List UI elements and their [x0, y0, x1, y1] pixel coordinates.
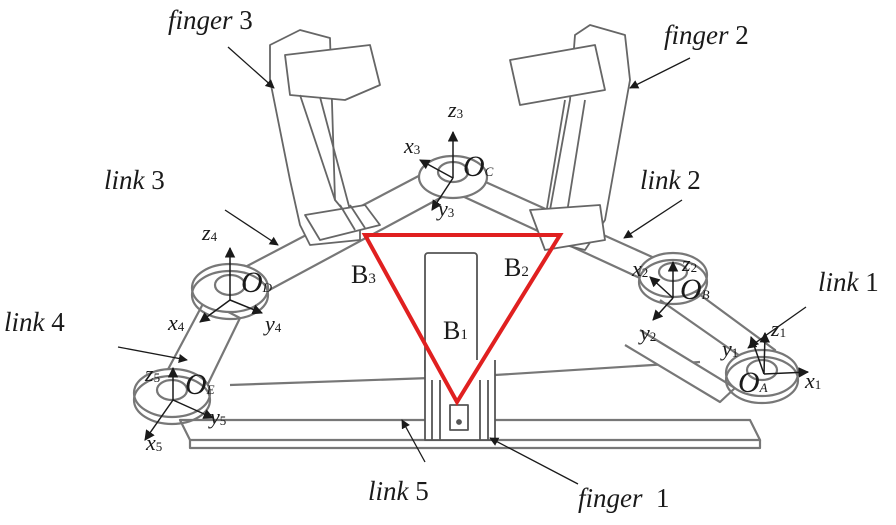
axis-x2 — [649, 276, 674, 299]
finger-2-body — [509, 24, 631, 251]
axis-x1 — [763, 367, 810, 378]
arrow-finger-3 — [227, 46, 275, 89]
finger-1-body — [424, 252, 496, 441]
axis-y2 — [652, 297, 674, 321]
origin-B: OB — [680, 273, 710, 306]
arrow-link-3 — [224, 209, 279, 246]
arrow-link-4 — [117, 346, 188, 363]
vertex-label-B3: B3 — [351, 260, 376, 289]
origin-A: OA — [738, 366, 768, 399]
label-finger-2: finger 2 — [664, 20, 749, 50]
axis-x3 — [419, 159, 454, 179]
label-link-2: link 2 — [640, 165, 701, 195]
axis-label-y5: y5 — [210, 404, 227, 429]
axis-label-y3: y3 — [438, 196, 455, 221]
axis-x5 — [144, 399, 174, 441]
axis-label-z1: z1 — [771, 316, 787, 341]
axis-label-x4: x4 — [168, 310, 185, 335]
axis-label-y4: y4 — [265, 311, 282, 336]
vertex-label-B1: B1 — [443, 316, 468, 345]
arrow-finger-1 — [489, 437, 579, 485]
arrow-finger-2 — [629, 57, 691, 89]
label-link-5: link 5 — [368, 476, 429, 506]
label-link-1: link 1 — [818, 267, 879, 297]
axis-label-z2: z2 — [682, 251, 698, 276]
axis-label-y1: y1 — [722, 336, 739, 361]
leader-arrows — [117, 46, 807, 485]
arrow-link-1 — [747, 306, 807, 349]
axis-label-x1: x1 — [805, 368, 822, 393]
label-finger-1: finger 1 — [578, 483, 670, 513]
axis-label-x5: x5 — [146, 430, 163, 455]
arrow-link-2 — [623, 199, 683, 239]
label-link-3: link 3 — [104, 165, 165, 195]
axis-label-y2: y2 — [640, 320, 657, 345]
axis-y5 — [172, 399, 214, 419]
grasp-triangle — [361, 233, 564, 406]
label-finger-3: finger 3 — [168, 5, 253, 35]
origin-D: OD — [241, 266, 273, 299]
label-link-4: link 4 — [4, 307, 65, 337]
axis-y4 — [229, 299, 263, 315]
vertex-label-B2: B2 — [504, 253, 529, 282]
axis-label-x2: x2 — [632, 256, 649, 281]
axis-label-z4: z4 — [202, 220, 218, 245]
origin-E: OE — [185, 368, 215, 401]
origin-C: OC — [463, 150, 494, 183]
finger-3-body — [269, 29, 381, 246]
arrow-link-5 — [401, 419, 426, 463]
axis-label-z5: z5 — [145, 361, 161, 386]
axis-y3 — [431, 177, 454, 211]
axis-label-x3: x3 — [404, 133, 421, 158]
axis-z1 — [759, 331, 771, 375]
axis-x4 — [199, 299, 231, 323]
axis-label-z3: z3 — [448, 97, 464, 122]
